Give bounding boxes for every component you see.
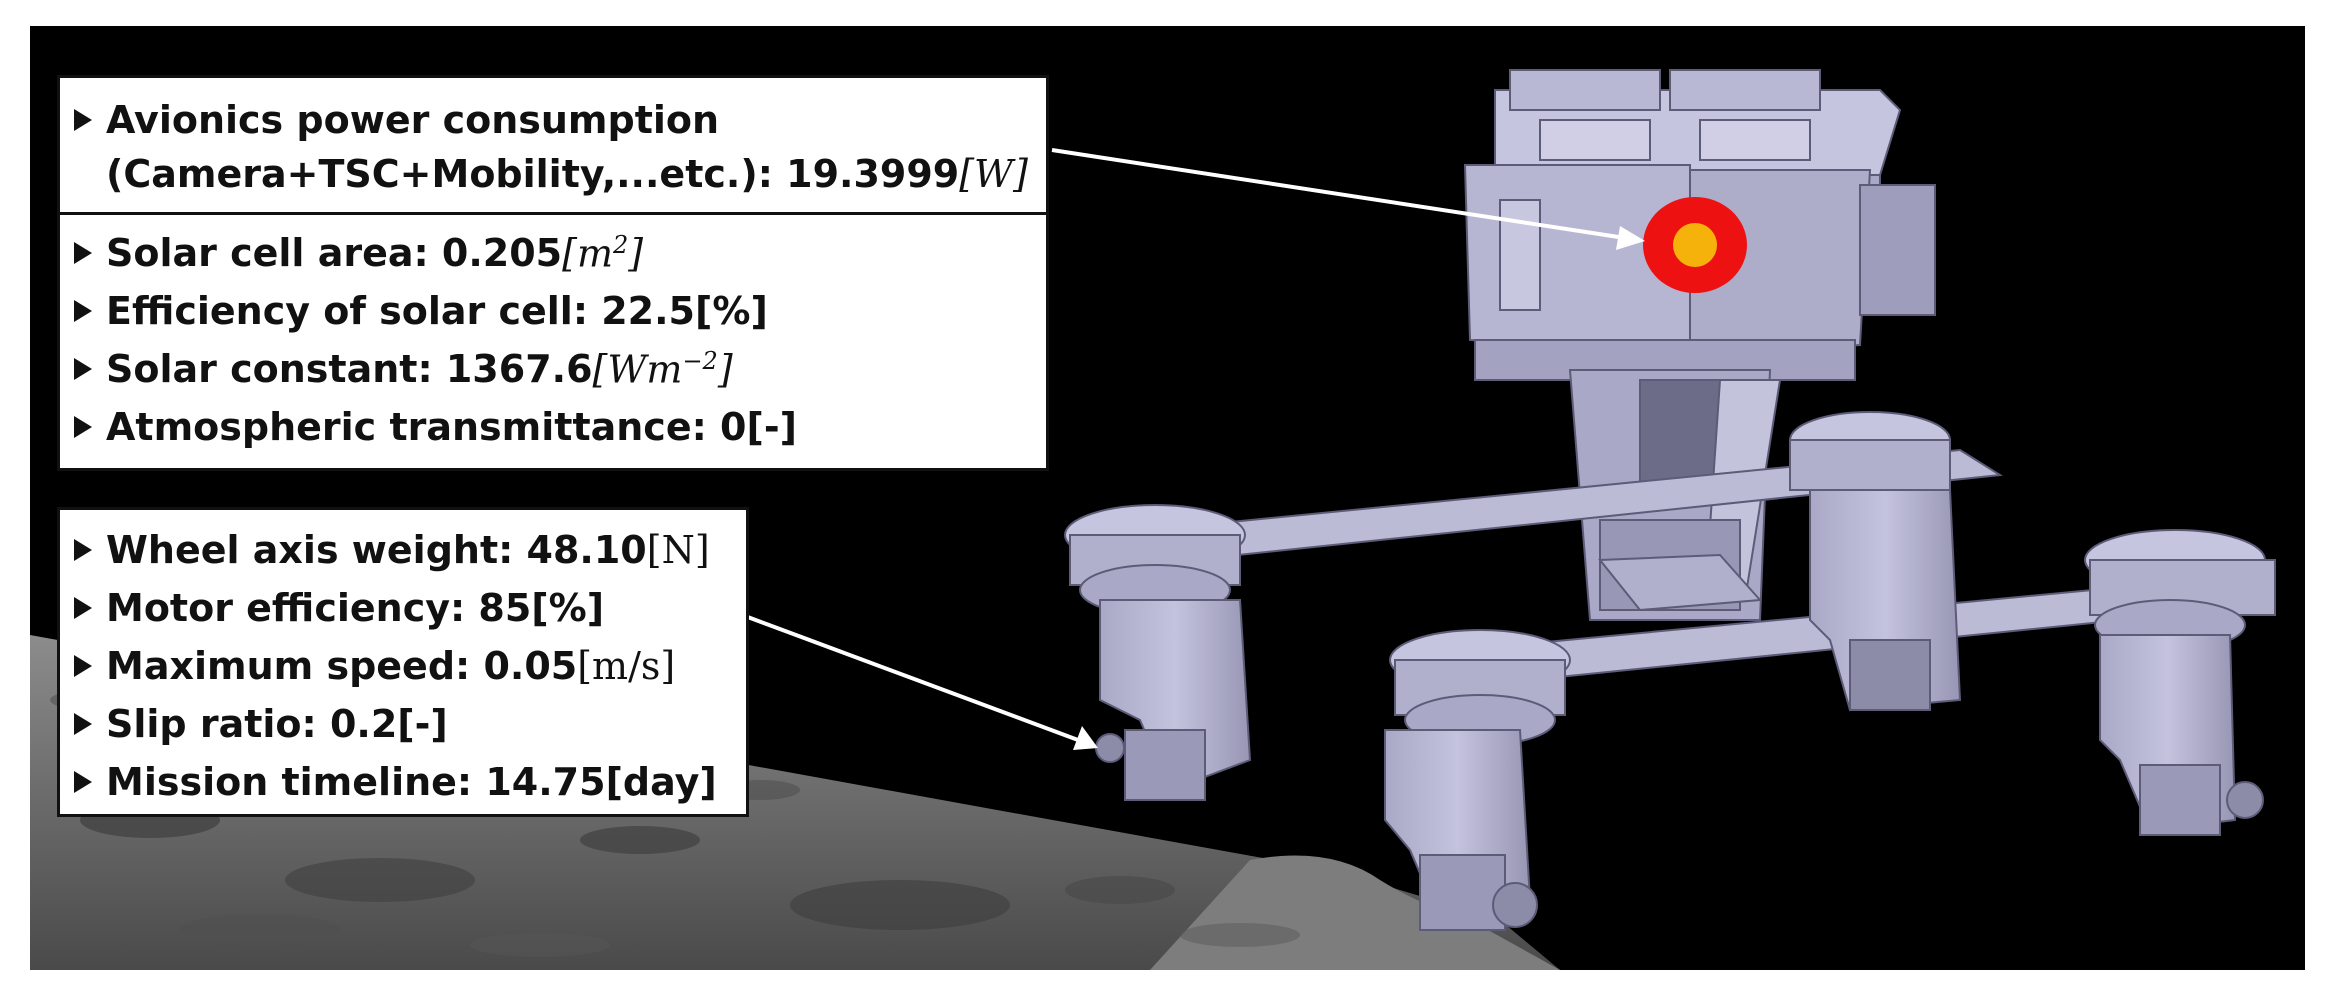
arrow-power-to-body bbox=[1051, 148, 1626, 240]
rover-leg-front-right bbox=[1384, 629, 1571, 931]
mobility-item-mission-timeline: Mission timeline: 14.75 [day] bbox=[60, 756, 746, 808]
callout-separator bbox=[60, 212, 1046, 215]
solar-item-area: Solar cell area: 0.205 [m2] bbox=[60, 228, 1046, 278]
mission-timeline-unit: [day] bbox=[605, 760, 717, 804]
motor-efficiency-text: Motor efficiency: 85 bbox=[106, 586, 532, 630]
power-consumption-label: Avionics power consumption bbox=[106, 98, 720, 142]
solar-item-constant: Solar constant: 1367.6 [Wm−2] bbox=[60, 344, 1046, 394]
triangle-bullet-icon bbox=[60, 414, 106, 440]
triangle-bullet-icon bbox=[60, 595, 106, 621]
max-speed-text: Maximum speed: 0.05 bbox=[106, 644, 578, 688]
triangle-bullet-icon bbox=[60, 537, 106, 563]
motor-efficiency-unit: [%] bbox=[531, 586, 605, 630]
triangle-bullet-icon bbox=[60, 240, 106, 266]
power-consumption-value: (Camera+TSC+Mobility,...etc.): 19.3999 bbox=[106, 152, 960, 196]
slip-ratio-unit: [-] bbox=[397, 702, 448, 746]
rover-leg-front-left bbox=[1064, 504, 1252, 801]
transmittance-text: Atmospheric transmittance: 0 bbox=[106, 405, 747, 449]
power-consumption-line2: (Camera+TSC+Mobility,...etc.): 19.3999 [… bbox=[60, 150, 1046, 198]
wheel-weight-unit: [N] bbox=[646, 528, 710, 572]
mobility-item-wheel-weight: Wheel axis weight: 48.10 [N] bbox=[60, 524, 746, 576]
mission-timeline-text: Mission timeline: 14.75 bbox=[106, 760, 606, 804]
solar-constant-text: Solar constant: 1367.6 bbox=[106, 347, 593, 391]
triangle-bullet-icon bbox=[60, 107, 106, 133]
mobility-callout: Wheel axis weight: 48.10 [N] Motor effic… bbox=[57, 507, 749, 817]
solar-efficiency-text: Efficiency of solar cell: 22.5 bbox=[106, 289, 695, 333]
rover-main-body bbox=[1463, 164, 1936, 381]
transmittance-unit: [-] bbox=[746, 405, 797, 449]
triangle-bullet-icon bbox=[60, 356, 106, 382]
solar-area-text: Solar cell area: 0.205 bbox=[106, 231, 563, 275]
solar-area-unit: [m2] bbox=[562, 230, 644, 276]
slip-ratio-text: Slip ratio: 0.2 bbox=[106, 702, 398, 746]
arrow-mobility-to-wheel bbox=[744, 614, 1079, 742]
mobility-item-slip-ratio: Slip ratio: 0.2 [-] bbox=[60, 698, 746, 750]
power-solar-callout: Avionics power consumption (Camera+TSC+M… bbox=[57, 75, 1049, 471]
solar-item-transmittance: Atmospheric transmittance: 0 [-] bbox=[60, 402, 1046, 452]
rover-leg-rear-left bbox=[1789, 411, 1962, 712]
rover-leg-rear-right bbox=[2084, 529, 2276, 836]
solar-item-efficiency: Efficiency of solar cell: 22.5 [%] bbox=[60, 286, 1046, 336]
max-speed-unit: [m/s] bbox=[577, 644, 676, 688]
triangle-bullet-icon bbox=[60, 298, 106, 324]
triangle-bullet-icon bbox=[60, 769, 106, 795]
solar-constant-unit: [Wm−2] bbox=[592, 346, 733, 392]
callout-arrows bbox=[744, 148, 1645, 750]
power-consumption-unit: [W] bbox=[959, 152, 1028, 196]
solar-efficiency-unit: [%] bbox=[695, 289, 768, 333]
power-target-marker bbox=[1643, 197, 1747, 293]
triangle-bullet-icon bbox=[60, 653, 106, 679]
wheel-weight-text: Wheel axis weight: 48.10 bbox=[106, 528, 647, 572]
mobility-item-motor-efficiency: Motor efficiency: 85 [%] bbox=[60, 582, 746, 634]
mobility-item-max-speed: Maximum speed: 0.05 [m/s] bbox=[60, 640, 746, 692]
power-consumption-line1: Avionics power consumption bbox=[60, 96, 1046, 144]
triangle-bullet-icon bbox=[60, 711, 106, 737]
rover-model bbox=[1064, 69, 2276, 931]
